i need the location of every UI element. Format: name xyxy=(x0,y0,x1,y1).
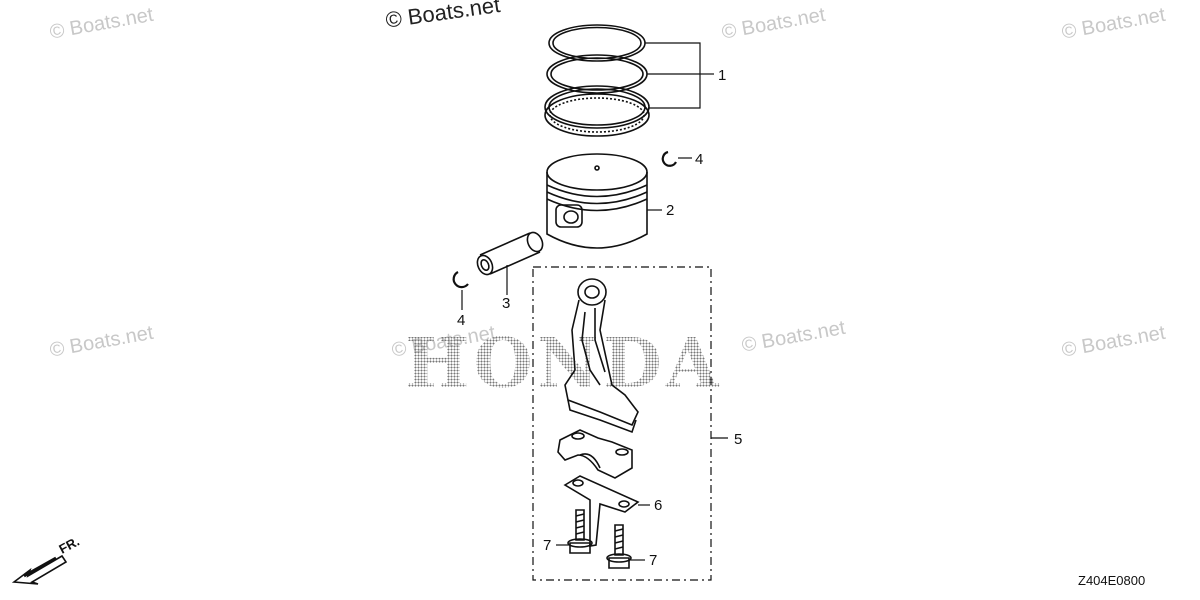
piston-pin[interactable] xyxy=(475,230,546,277)
callout-oil-dipper[interactable]: 6 xyxy=(654,497,662,514)
callout-piston-rings[interactable]: 1 xyxy=(718,67,726,84)
callout-bolt-right[interactable]: 7 xyxy=(649,552,657,569)
callout-piston[interactable]: 2 xyxy=(666,202,674,219)
callout-bolt-left[interactable]: 7 xyxy=(543,537,551,554)
brand-logo: HONDA xyxy=(405,324,723,404)
connecting-rod[interactable] xyxy=(564,278,639,434)
front-indicator-label: FR. xyxy=(56,534,82,557)
callout-clip-right[interactable]: 4 xyxy=(695,151,703,168)
leader-lines xyxy=(461,42,728,561)
connecting-rod-assy-boundary xyxy=(532,266,712,581)
front-arrow-icon xyxy=(11,554,68,585)
piston-ring-oil[interactable] xyxy=(544,85,650,137)
piston-pin-clip-left[interactable] xyxy=(452,271,469,289)
callout-clip-left[interactable]: 4 xyxy=(457,312,465,329)
callout-connecting-rod-assy[interactable]: 5 xyxy=(734,431,742,448)
piston-pin-clip-right[interactable] xyxy=(661,150,677,167)
oil-dipper[interactable] xyxy=(563,475,640,547)
connecting-rod-cap[interactable] xyxy=(557,429,633,479)
bolt-left[interactable] xyxy=(567,509,593,554)
callout-piston-pin[interactable]: 3 xyxy=(502,295,510,312)
bolt-right[interactable] xyxy=(606,524,632,569)
diagram-code: Z404E0800 xyxy=(1078,573,1146,588)
piston[interactable] xyxy=(546,153,648,249)
